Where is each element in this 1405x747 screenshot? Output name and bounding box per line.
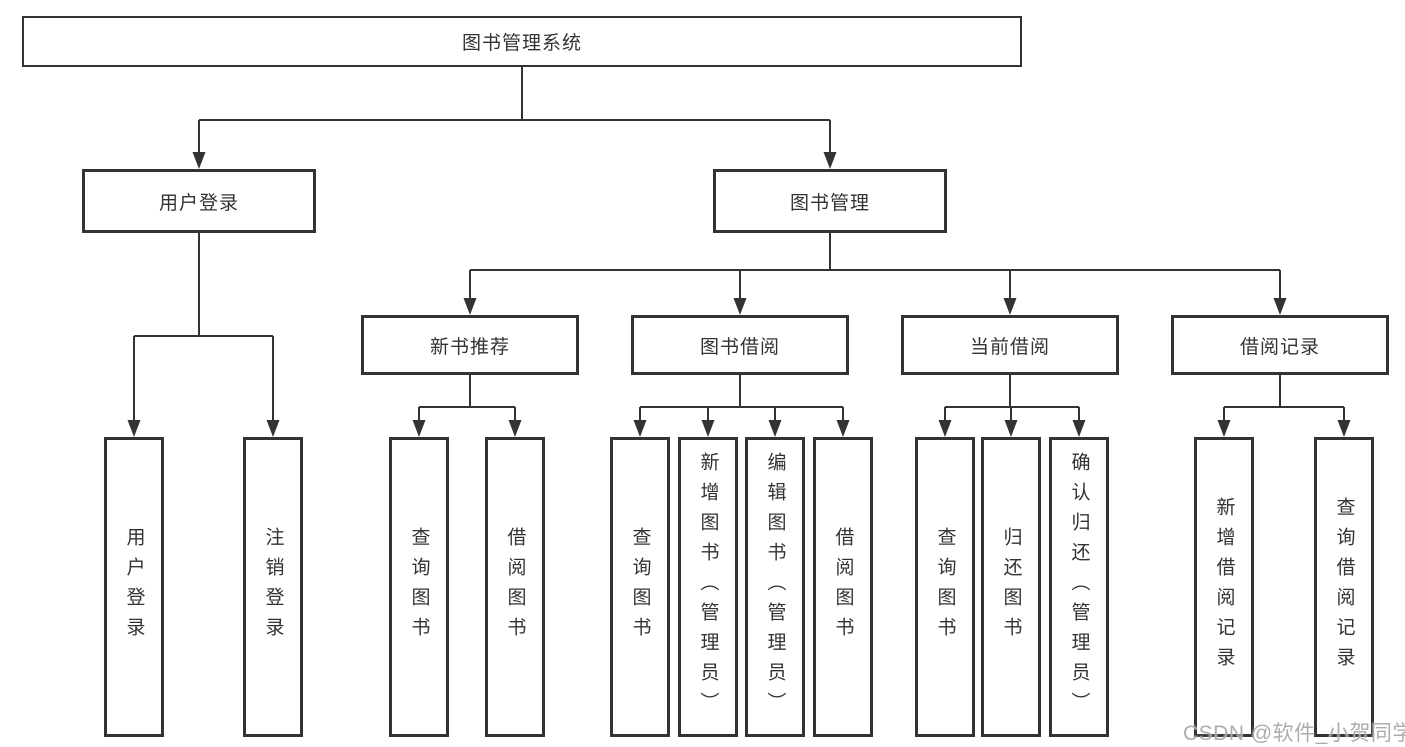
leaf-logout: 注销登录 [243, 437, 303, 737]
leaf-newbooks-query: 查询图书 [389, 437, 449, 737]
csdn-watermark: CSDN @软件_小贺同学 [1183, 722, 1405, 745]
leaf-records-add: 新增借阅记录 [1194, 437, 1254, 737]
node-current-borrow-label: 当前借阅 [969, 336, 1050, 358]
leaf-newbooks-borrow: 借阅图书 [485, 437, 545, 737]
node-book-borrow-label: 图书借阅 [699, 336, 780, 358]
leaf-newbooks-borrow-label: 借阅图书 [504, 527, 526, 647]
leaf-borrow-book: 借阅图书 [813, 437, 873, 737]
leaf-current-return-label: 归还图书 [1000, 527, 1022, 647]
leaf-newbooks-query-label: 查询图书 [408, 527, 430, 647]
node-new-book-recommend-label: 新书推荐 [429, 336, 510, 358]
node-root-label: 图书管理系统 [461, 33, 582, 54]
leaf-current-return: 归还图书 [981, 437, 1041, 737]
leaf-user-login: 用户登录 [104, 437, 164, 737]
node-book-management: 图书管理 [713, 169, 947, 233]
leaf-borrow-query-label: 查询图书 [629, 527, 651, 647]
leaf-borrow-edit-admin-label: 编辑图书（管理员） [764, 452, 786, 722]
node-borrow-records-label: 借阅记录 [1239, 336, 1320, 358]
leaf-records-query-label: 查询借阅记录 [1333, 497, 1355, 677]
leaf-user-login-label: 用户登录 [123, 527, 145, 647]
leaf-current-confirm-return-admin: 确认归还（管理员） [1049, 437, 1109, 737]
node-user-login: 用户登录 [82, 169, 316, 233]
node-root-system: 图书管理系统 [22, 16, 1022, 67]
node-user-login-label: 用户登录 [158, 192, 239, 214]
node-borrow-records: 借阅记录 [1171, 315, 1389, 375]
leaf-current-query-label: 查询图书 [934, 527, 956, 647]
leaf-borrow-add-admin-label: 新增图书（管理员） [697, 452, 719, 722]
leaf-current-query: 查询图书 [915, 437, 975, 737]
node-book-management-label: 图书管理 [789, 192, 870, 214]
leaf-logout-label: 注销登录 [262, 527, 284, 647]
leaf-borrow-book-label: 借阅图书 [832, 527, 854, 647]
leaf-borrow-query: 查询图书 [610, 437, 670, 737]
leaf-current-confirm-return-admin-label: 确认归还（管理员） [1068, 452, 1090, 722]
leaf-borrow-edit-admin: 编辑图书（管理员） [745, 437, 805, 737]
node-new-book-recommend: 新书推荐 [361, 315, 579, 375]
leaf-records-add-label: 新增借阅记录 [1213, 497, 1235, 677]
leaf-records-query: 查询借阅记录 [1314, 437, 1374, 737]
leaf-borrow-add-admin: 新增图书（管理员） [678, 437, 738, 737]
node-current-borrow: 当前借阅 [901, 315, 1119, 375]
node-book-borrow: 图书借阅 [631, 315, 849, 375]
